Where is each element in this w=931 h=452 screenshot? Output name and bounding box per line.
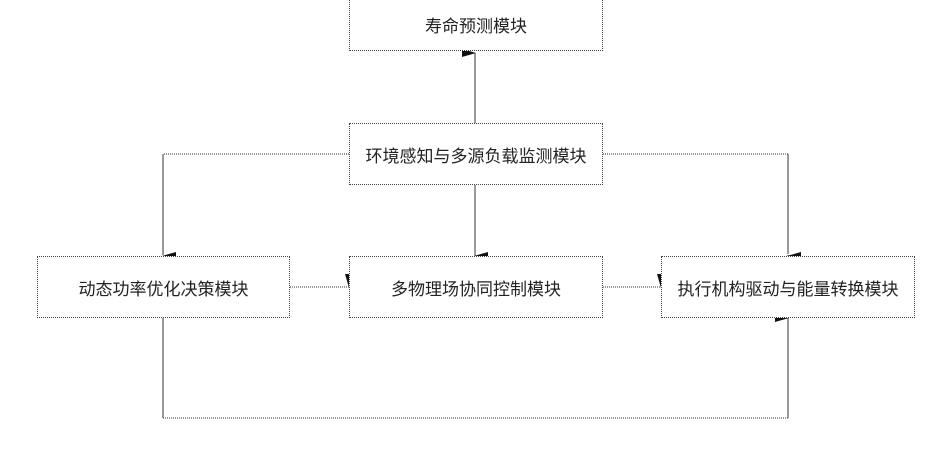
life-prediction-module: 寿命预测模块 xyxy=(349,0,603,51)
edge-env-to-dynamic-power xyxy=(162,153,349,260)
dynamic-power-label: 动态功率优化决策模块 xyxy=(78,279,249,300)
multiphysics-label: 多物理场协同控制模块 xyxy=(391,279,561,300)
env-sensing-label: 环境感知与多源负载监测模块 xyxy=(365,146,587,167)
actuator-energy-label: 执行机构驱动与能量转换模块 xyxy=(677,279,899,300)
edge-env-to-actuator xyxy=(603,153,801,260)
life-prediction-label: 寿命预测模块 xyxy=(425,17,527,37)
env-sensing-module: 环境感知与多源负载监测模块 xyxy=(349,123,603,185)
dynamic-power-module: 动态功率优化决策模块 xyxy=(37,256,290,318)
multiphysics-module: 多物理场协同控制模块 xyxy=(349,256,603,318)
actuator-energy-module: 执行机构驱动与能量转换模块 xyxy=(661,256,915,318)
edge-dynamic-power-to-actuator xyxy=(162,314,789,419)
